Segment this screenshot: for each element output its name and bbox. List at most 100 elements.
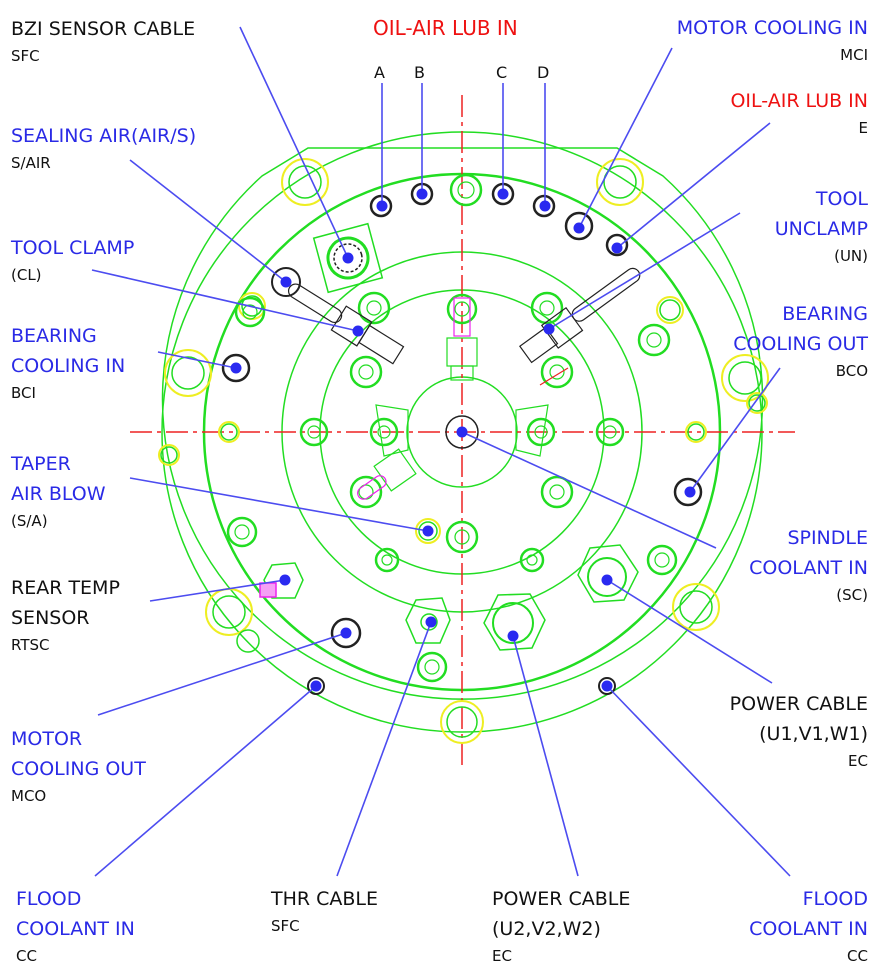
label-motor-cooling-out: MOTOR COOLING OUT MCO <box>11 724 146 808</box>
label-line: POWER CABLE <box>729 693 868 715</box>
label-power-cable-u2v2w2: POWER CABLE (U2,V2,W2) EC <box>492 884 630 968</box>
port-letter-d: D <box>537 63 550 82</box>
label-code: (UN) <box>834 247 868 265</box>
port-dot-power-cable-2 <box>507 630 519 642</box>
label-line: UNCLAMP <box>774 218 868 240</box>
label-code: SFC <box>11 47 40 65</box>
leader-line-power-cable-1 <box>606 579 773 684</box>
label-line: SPINDLE <box>787 527 868 549</box>
port-dot-lub-d <box>539 200 551 212</box>
port-dot-spindle-coolant-in <box>456 426 468 438</box>
label-code: EC <box>492 947 512 965</box>
leader-line-motor-cooling-in <box>578 47 673 229</box>
label-line: (U1,V1,W1) <box>759 723 868 745</box>
port-dot-tool-clamp <box>352 325 364 337</box>
port-dot-thr-cable <box>425 616 437 628</box>
label-code: BCI <box>11 384 36 402</box>
label-bearing-cooling-out: BEARING COOLING OUT BCO <box>733 299 868 383</box>
label-tool-clamp: TOOL CLAMP (CL) <box>11 233 134 287</box>
label-line: COOLING OUT <box>733 333 868 355</box>
leader-line-bearing-cooling-out <box>689 367 781 493</box>
leader-line-taper-air-blow <box>129 477 429 532</box>
label-code: SFC <box>271 917 300 935</box>
label-line: REAR TEMP <box>11 577 120 599</box>
leader-line-spindle-coolant-in <box>461 431 717 549</box>
label-line: TOOL CLAMP <box>11 237 135 259</box>
label-code: (S/A) <box>11 512 48 530</box>
label-line: COOLING IN <box>11 355 126 377</box>
leader-line-flood-coolant-in-left <box>94 685 317 877</box>
label-tool-unclamp: TOOL UNCLAMP (UN) <box>775 184 868 268</box>
label-line: MOTOR <box>11 728 83 750</box>
port-letter-c: C <box>496 63 508 82</box>
label-taper-air-blow: TAPER AIR BLOW (S/A) <box>11 449 106 533</box>
leader-line-sealing-air <box>129 159 287 283</box>
label-line: TAPER <box>11 453 71 475</box>
label-code: (CL) <box>11 266 42 284</box>
label-line: FLOOD <box>802 888 868 910</box>
label-line: OIL-AIR LUB IN <box>730 90 868 112</box>
port-dot-bearing-cooling-in <box>230 362 242 374</box>
label-sealing-air: SEALING AIR(AIR/S) S/AIR <box>11 121 196 175</box>
port-dot-flood-coolant-in-left <box>310 680 322 692</box>
label-line: COOLANT IN <box>16 918 135 940</box>
port-dot-lub-c <box>497 188 509 200</box>
port-dot-bearing-cooling-out <box>684 486 696 498</box>
port-dot-motor-cooling-out <box>340 627 352 639</box>
flange-plate-outline <box>161 147 764 700</box>
port-dot-bzi-sensor-cable <box>342 252 354 264</box>
port-dot-lub-b <box>416 188 428 200</box>
label-line: BEARING <box>782 303 868 325</box>
label-line: COOLING OUT <box>11 758 146 780</box>
label-code: MCO <box>11 787 47 805</box>
label-bzi-sensor-cable: BZI SENSOR CABLE SFC <box>11 14 195 68</box>
port-letter-b: B <box>414 63 425 82</box>
port-dot-tool-unclamp <box>543 323 555 335</box>
port-dot-flood-coolant-in-right <box>601 680 613 692</box>
label-line: COOLANT IN <box>749 918 868 940</box>
label-line: THR CABLE <box>271 888 379 910</box>
leader-line-flood-coolant-in-right <box>606 685 791 877</box>
port-letter-a: A <box>374 63 385 82</box>
leader-line-rear-temp-sensor <box>149 579 286 602</box>
black-fittings <box>221 182 703 695</box>
leader-line-bzi-sensor-cable <box>239 26 349 259</box>
port-dot-lub-a <box>376 200 388 212</box>
label-flood-coolant-in-right: FLOOD COOLANT IN CC <box>749 884 868 968</box>
label-thr-cable: THR CABLE SFC <box>271 884 378 938</box>
label-line: SEALING AIR(AIR/S) <box>11 125 197 147</box>
leader-line-power-cable-2 <box>512 635 579 877</box>
port-dot-motor-cooling-in <box>573 222 585 234</box>
port-dot-power-cable-1 <box>601 574 613 586</box>
port-dot-sealing-air <box>280 276 292 288</box>
label-line: COOLANT IN <box>749 557 868 579</box>
label-code: S/AIR <box>11 154 51 172</box>
leader-line-tool-unclamp <box>548 212 741 330</box>
label-line: POWER CABLE <box>492 888 631 910</box>
label-code: CC <box>16 947 37 965</box>
label-line: (U2,V2,W2) <box>492 918 601 940</box>
label-code: MCI <box>840 46 868 64</box>
mounting-holes <box>158 158 769 744</box>
label-code: RTSC <box>11 636 50 654</box>
label-line: MOTOR COOLING IN <box>676 17 868 39</box>
label-line: TOOL <box>815 188 868 210</box>
leader-line-bearing-cooling-in <box>157 351 237 369</box>
port-dots <box>230 188 696 692</box>
label-code: CC <box>847 947 868 965</box>
label-code: EC <box>848 752 868 770</box>
leader-line-motor-cooling-out <box>97 632 347 716</box>
label-line: AIR BLOW <box>11 483 106 505</box>
label-power-cable-u1v1w1: POWER CABLE (U1,V1,W1) EC <box>730 689 868 773</box>
label-line: BZI SENSOR CABLE <box>11 18 196 40</box>
label-code: BCO <box>835 362 868 380</box>
leader-line-thr-cable <box>336 621 432 877</box>
leader-line-tool-clamp <box>91 269 359 332</box>
leader-line-oil-air-lub-in-e <box>616 122 771 249</box>
